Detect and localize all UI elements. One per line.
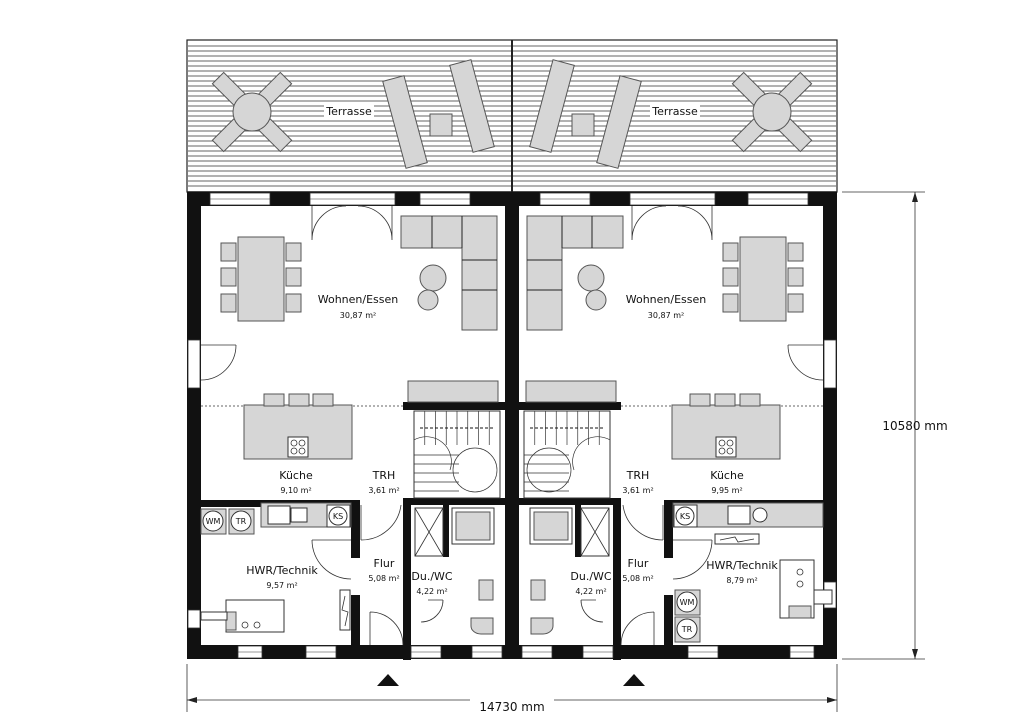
terrace-deck [186, 39, 838, 193]
room-name: TRH [372, 469, 396, 482]
technik-unit-left [200, 589, 351, 633]
dimension-width: 14730 mm [186, 664, 838, 715]
room-name: Du./WC [570, 570, 612, 583]
height-dimension-label: 10580 mm [882, 419, 947, 433]
fridge-left: KS [326, 504, 351, 528]
svg-text:WM: WM [206, 517, 221, 526]
entrance-arrow-right [623, 674, 645, 686]
entrance-arrow-left [377, 674, 399, 686]
svg-text:KS: KS [680, 512, 690, 521]
room-name: Wohnen/Essen [626, 293, 707, 306]
room-name: HWR/Technik [706, 559, 778, 572]
dining-table-left [220, 236, 302, 322]
technik-unit-right [714, 533, 833, 619]
staircase-left [413, 410, 501, 499]
room-area: 4,22 m² [575, 587, 606, 596]
wc-left [414, 507, 495, 635]
width-dimension-label: 14730 mm [479, 700, 544, 714]
kitchen-island-left [243, 393, 353, 460]
room-name: Wohnen/Essen [318, 293, 399, 306]
coffee-tables-right [577, 264, 607, 311]
terrace-label-right: Terrasse [651, 105, 698, 118]
dryer-right: TR [674, 616, 701, 643]
svg-text:KS: KS [333, 512, 343, 521]
dimension-height: 10580 mm [842, 191, 948, 660]
terrace-label-left: Terrasse [325, 105, 372, 118]
sun-lounger-right-1 [529, 59, 575, 153]
sun-lounger-right-2 [596, 75, 642, 169]
room-area: 30,87 m² [340, 311, 376, 320]
side-table-left [429, 113, 453, 137]
sofa-left [400, 215, 498, 331]
sideboard-left [407, 380, 499, 403]
side-table-right [571, 113, 595, 137]
room-area: 8,79 m² [726, 576, 757, 585]
terrace-table-set-left [211, 71, 293, 153]
room-area: 9,57 m² [266, 581, 297, 590]
room-area: 9,10 m² [280, 486, 311, 495]
doors [200, 205, 824, 646]
room-name: Flur [628, 557, 649, 570]
wc-right [529, 507, 610, 635]
room-area: 9,95 m² [711, 486, 742, 495]
room-area: 30,87 m² [648, 311, 684, 320]
windows [187, 192, 837, 659]
room-name: Flur [374, 557, 395, 570]
fridge-right: KS [673, 504, 698, 528]
room-labels-right: Wohnen/Essen 30,87 m² Küche 9,95 m² TRH … [570, 293, 778, 596]
terrace-table-set-right [731, 71, 813, 153]
sun-lounger-left-2 [449, 59, 495, 153]
sofa-right [526, 215, 624, 331]
room-labels-left: Wohnen/Essen 30,87 m² Küche 9,10 m² TRH … [246, 293, 453, 596]
washer-left: WM [200, 508, 227, 535]
room-area: 3,61 m² [622, 486, 653, 495]
svg-text:TR: TR [681, 625, 693, 634]
kitchen-island-right [671, 393, 781, 460]
room-area: 5,08 m² [368, 574, 399, 583]
dryer-left: TR [228, 508, 255, 535]
staircase-right [523, 410, 611, 499]
room-area: 4,22 m² [416, 587, 447, 596]
room-area: 3,61 m² [368, 486, 399, 495]
room-name: HWR/Technik [246, 564, 318, 577]
room-area: 5,08 m² [622, 574, 653, 583]
dining-table-right [722, 236, 804, 322]
svg-text:WM: WM [680, 598, 695, 607]
sun-lounger-left-1 [382, 75, 428, 169]
room-name: Küche [710, 469, 744, 482]
room-name: Du./WC [411, 570, 453, 583]
kitchen-counter-right [672, 502, 824, 528]
room-name: TRH [626, 469, 650, 482]
svg-text:TR: TR [235, 517, 247, 526]
coffee-tables-left [417, 264, 447, 311]
sideboard-right [525, 380, 617, 403]
washer-right: WM [674, 589, 701, 616]
room-name: Küche [279, 469, 313, 482]
